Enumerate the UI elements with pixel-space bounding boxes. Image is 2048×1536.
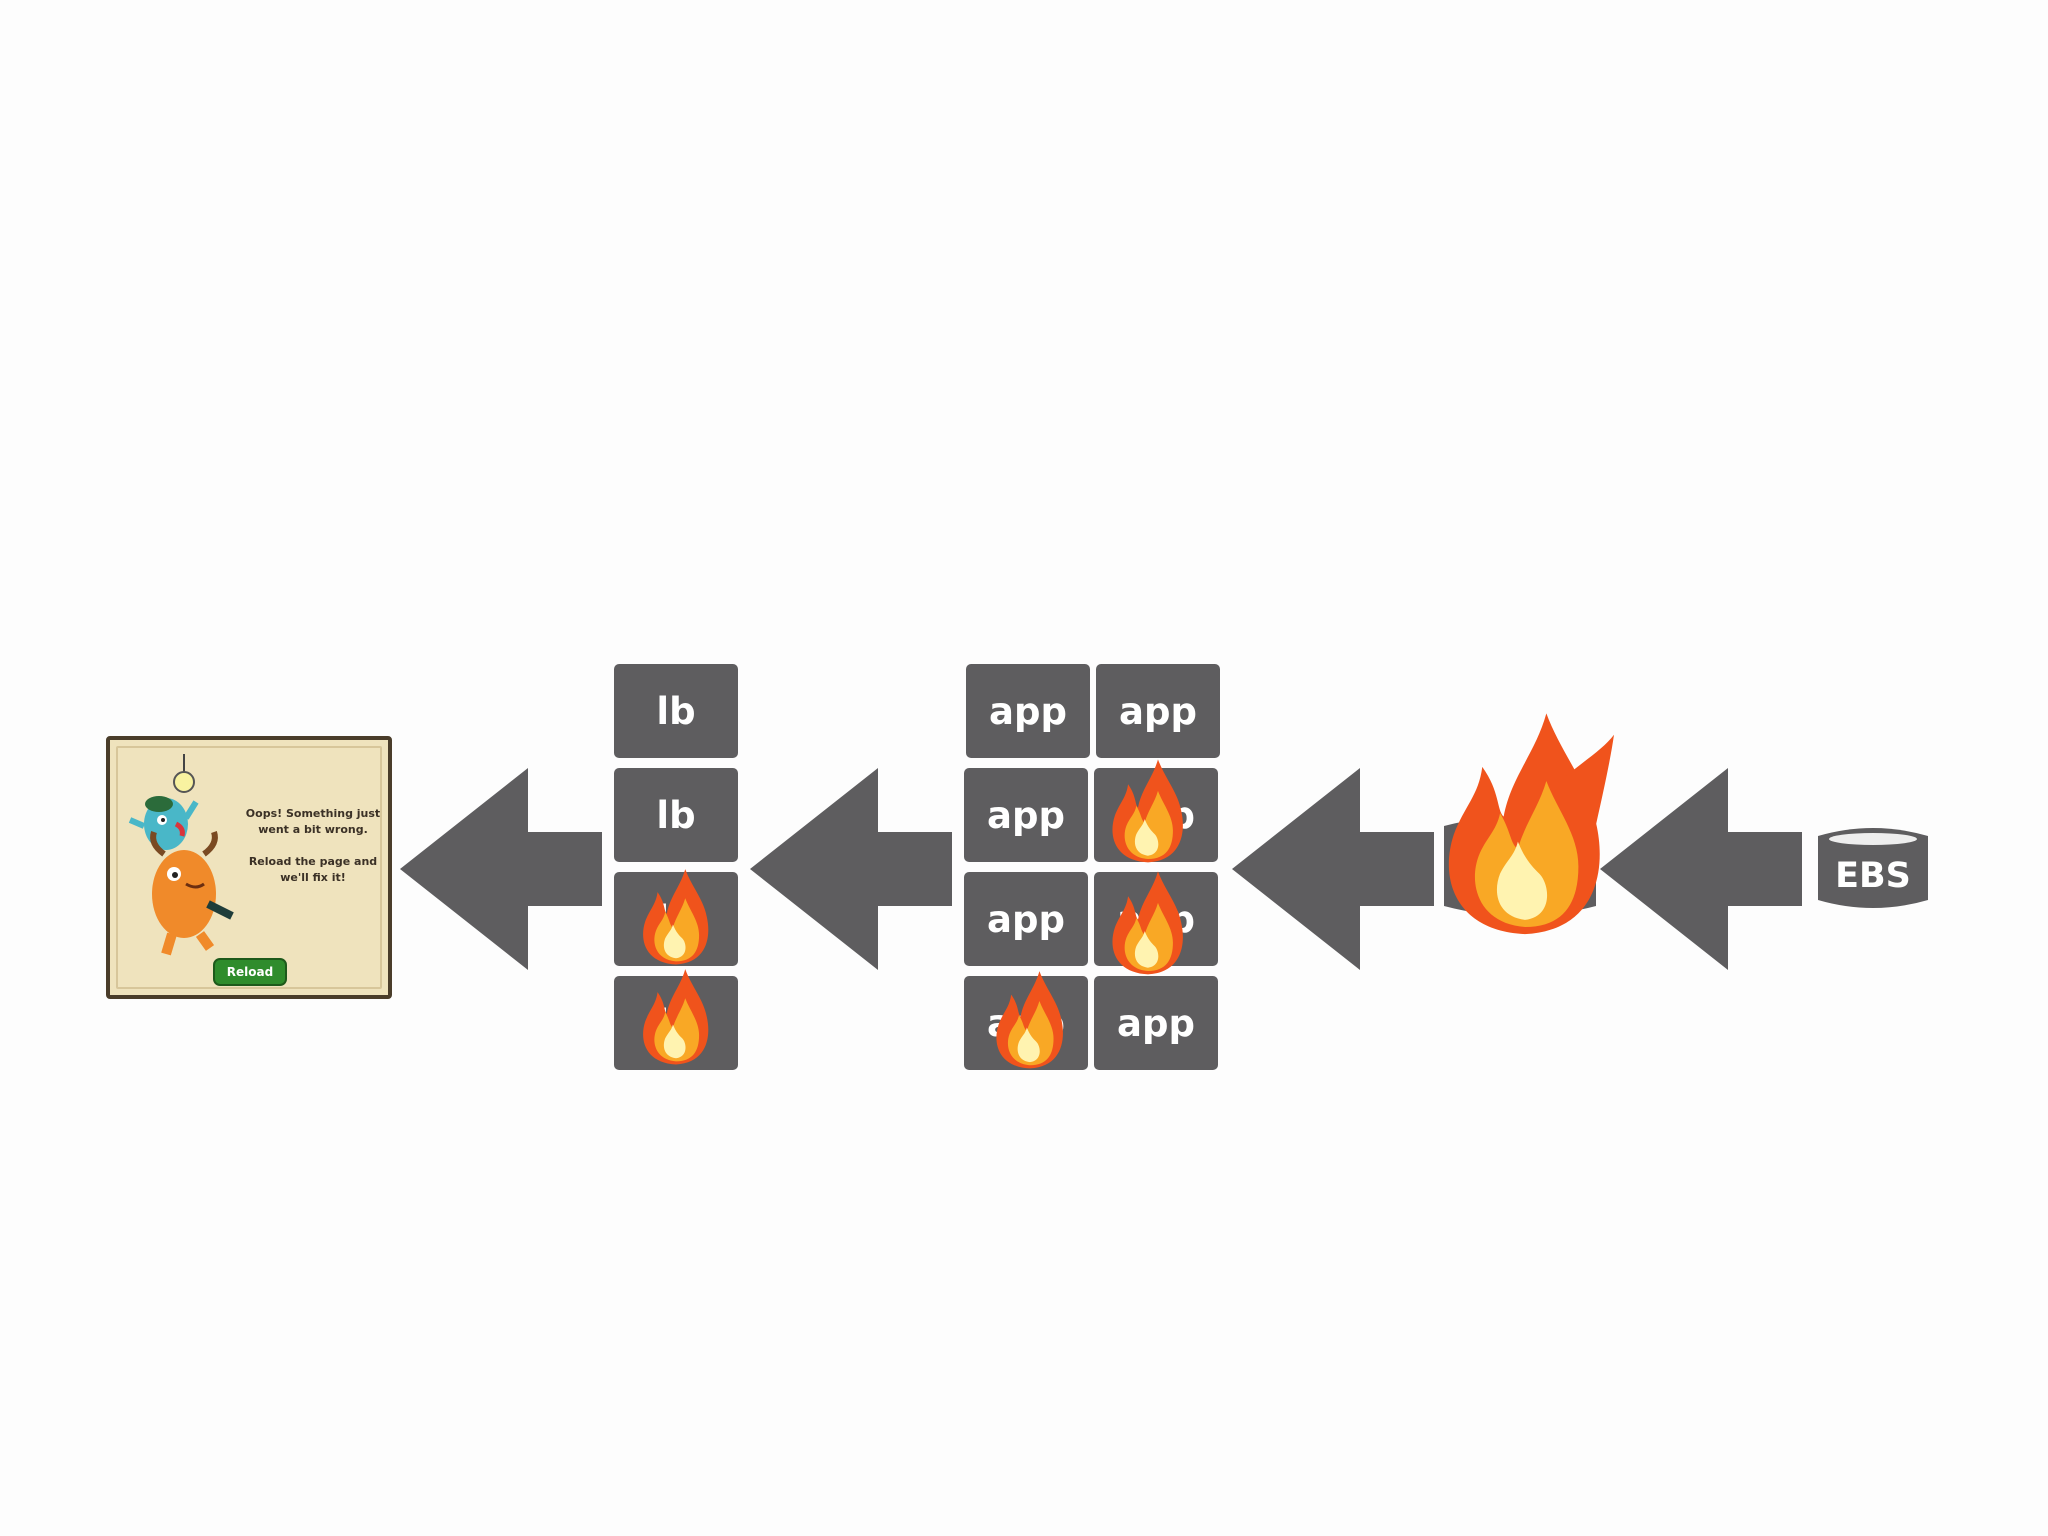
app-box: app (966, 664, 1090, 758)
app-label: app (1119, 689, 1197, 733)
app-label: app (989, 689, 1067, 733)
fire-icon (643, 869, 709, 965)
fire-icon (1112, 759, 1183, 863)
lb-box: lb (614, 664, 738, 758)
app-label: app (987, 897, 1065, 941)
monster-illustration (128, 754, 234, 956)
arrow-left-icon (1600, 768, 1802, 970)
arrow-left-icon (400, 768, 602, 970)
card-border (116, 746, 382, 989)
lb-box: lb (614, 969, 738, 1070)
lb-box: lb (614, 869, 738, 966)
ebs-label: EBS (1835, 856, 1911, 896)
error-message-line1: Oops! Something just went a bit wrong. (245, 807, 381, 836)
reload-button[interactable]: Reload (213, 958, 287, 986)
ebs-volume-icon (1818, 828, 1928, 908)
app-box: app (964, 768, 1088, 862)
app-box: app (1094, 976, 1218, 1070)
error-message-line2: Reload the page and we'll fix it! (248, 855, 378, 884)
arrow-left-icon (750, 768, 952, 970)
fire-icon (996, 971, 1063, 1069)
app-box: app (964, 971, 1088, 1070)
app-label: app (987, 793, 1065, 837)
lb-label: lb (656, 689, 696, 733)
app-box: app (1094, 759, 1218, 863)
fire-icon (1448, 713, 1614, 935)
lb-label: lb (656, 793, 696, 837)
app-box: app (964, 872, 1088, 966)
app-box: app (1096, 664, 1220, 758)
error-page-card: Oops! Something just went a bit wrong. R… (106, 736, 392, 999)
lb-box: lb (614, 768, 738, 862)
arrow-left-icon (1232, 768, 1434, 970)
error-message: Oops! Something just went a bit wrong. R… (240, 806, 386, 902)
app-label: app (1117, 1001, 1195, 1045)
fire-icon (1112, 871, 1183, 975)
fire-icon (643, 969, 709, 1065)
app-box: app (1094, 871, 1218, 975)
